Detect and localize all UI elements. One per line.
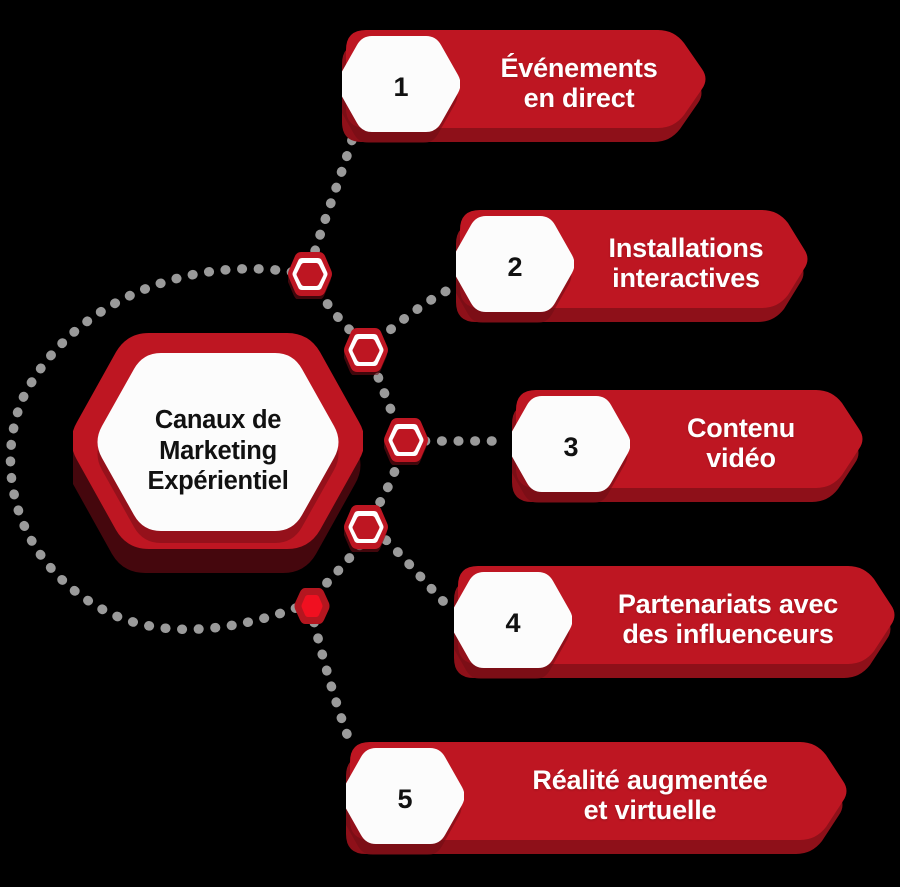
hexagon-ring-icon	[383, 418, 428, 466]
item-label: Réalité augmentée et virtuelle	[532, 764, 768, 825]
hexagon-shape	[512, 396, 630, 503]
connector-node-2[interactable]	[343, 327, 388, 376]
hexagon-shape	[454, 572, 572, 679]
item-number: 4	[505, 607, 521, 638]
connector-node-1[interactable]	[287, 251, 332, 300]
connector-node-4[interactable]	[343, 504, 388, 553]
item-label: Événements en direct	[500, 52, 658, 113]
item-number-badge[interactable]: 4	[454, 564, 572, 682]
dotted-path-2	[373, 283, 457, 345]
list-item[interactable]: Réalité augmentée et virtuelle 5	[340, 732, 850, 858]
connector-node-5[interactable]	[294, 586, 330, 626]
item-label: Contenu vidéo	[686, 412, 796, 473]
item-number: 3	[563, 431, 579, 462]
dotted-path-4	[381, 535, 449, 607]
center-hexagon	[73, 333, 363, 573]
item-number: 5	[397, 783, 413, 814]
hexagon-ring-icon	[343, 328, 388, 376]
hexagon-shape	[346, 748, 464, 855]
list-item[interactable]: Installations interactives 2	[450, 200, 810, 326]
center-node[interactable]: Canaux de Marketing Expérientiel	[73, 327, 363, 577]
list-item[interactable]: Contenu vidéo 3	[506, 380, 866, 506]
hexagon-solid-icon	[294, 588, 330, 624]
item-number: 2	[507, 251, 523, 282]
dotted-path-5	[309, 617, 357, 753]
hexagon-ring-icon	[287, 252, 332, 300]
item-number-badge[interactable]: 5	[346, 740, 464, 858]
list-item[interactable]: Partenariats avec des influenceurs 4	[448, 556, 898, 682]
item-label: Installations interactives	[608, 232, 764, 293]
center-label: Canaux de Marketing Expérientiel	[147, 406, 289, 496]
item-number-badge[interactable]: 1	[342, 28, 460, 146]
item-number-badge[interactable]: 3	[512, 388, 630, 506]
item-label: Partenariats avec des influenceurs	[617, 588, 839, 649]
bar-shape	[346, 742, 847, 854]
dotted-path-1	[305, 135, 357, 273]
item-number: 1	[393, 71, 409, 102]
hexagon-shape	[342, 36, 460, 143]
list-item[interactable]: Événements en direct 1	[336, 20, 708, 146]
hexagon-shape	[456, 216, 574, 323]
connector-node-3[interactable]	[383, 417, 428, 466]
hexagon-ring-icon	[343, 505, 388, 553]
item-number-badge[interactable]: 2	[456, 208, 574, 326]
dotted-path-loop	[5, 264, 301, 635]
